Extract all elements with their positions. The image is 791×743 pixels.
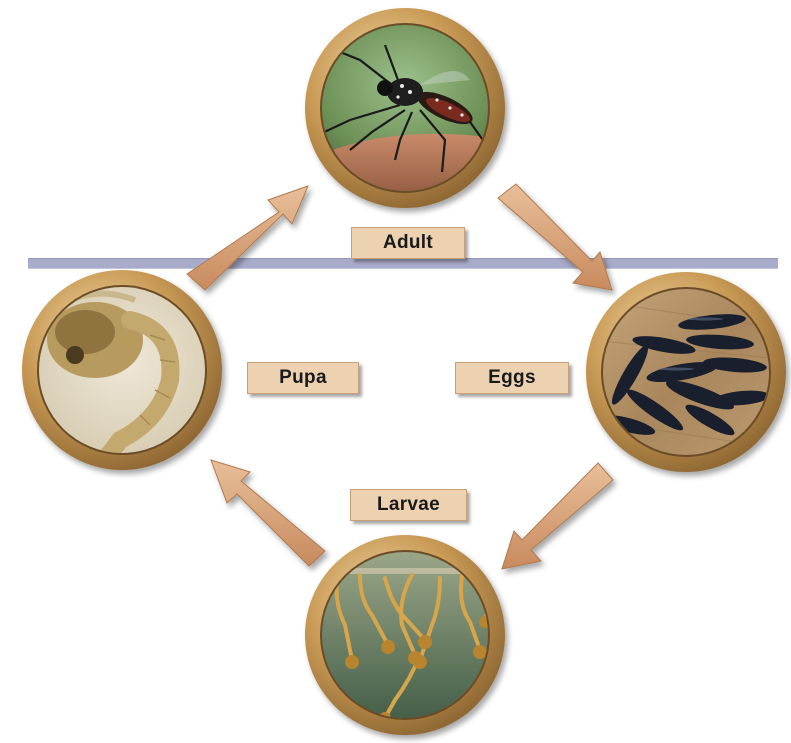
- arrow-adult-to-eggs: [498, 184, 612, 290]
- arrow-larvae-to-pupa: [211, 460, 325, 566]
- larvae-stage-circle: [305, 535, 510, 735]
- pupa-stage-circle: [22, 270, 222, 470]
- eggs-label: Eggs: [455, 362, 569, 394]
- arrow-eggs-to-larvae: [502, 463, 613, 569]
- larvae-label: Larvae: [350, 489, 467, 521]
- adult-label: Adult: [351, 227, 465, 259]
- eggs-stage-circle: [586, 272, 790, 472]
- pupa-label: Pupa: [247, 362, 359, 394]
- adult-stage-circle: [300, 8, 510, 208]
- arrow-pupa-to-adult: [187, 186, 308, 290]
